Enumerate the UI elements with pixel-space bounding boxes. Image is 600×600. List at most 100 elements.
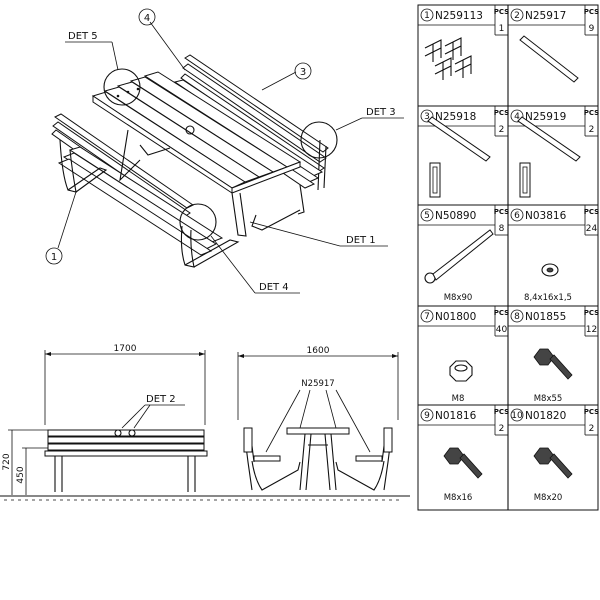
pcs-label: PCS xyxy=(494,8,509,16)
part-number-circle xyxy=(510,408,524,422)
pcs-label: PCS xyxy=(584,8,599,16)
det1-label: DET 1 xyxy=(346,235,376,246)
part-code: N25917 xyxy=(525,10,566,22)
nut-icon xyxy=(449,360,473,382)
part-size: M8x16 xyxy=(444,493,473,503)
pcs-label: PCS xyxy=(584,109,599,117)
part-number: 2 xyxy=(514,11,520,21)
ground-line xyxy=(0,495,410,501)
det5-label: DET 5 xyxy=(68,31,98,42)
part-qty: 40 xyxy=(496,325,508,335)
part-code: N259113 xyxy=(435,10,483,22)
part-qty: 24 xyxy=(586,224,598,234)
part-number-circle xyxy=(420,309,434,323)
det3-label: DET 3 xyxy=(366,107,396,118)
part-qty: 12 xyxy=(586,325,597,335)
part-cell-3: 3 N25918 PCS 2 xyxy=(418,106,509,198)
back-bench-backrest xyxy=(180,54,329,191)
strip-icon xyxy=(519,35,579,83)
detail-3-circle xyxy=(300,121,338,159)
part-code: N01816 xyxy=(435,410,477,422)
hex-bolt-icon xyxy=(443,447,483,479)
frame-icon xyxy=(424,37,472,80)
side-view: 1700 720 450 DET 2 xyxy=(2,344,208,495)
part-number-circle xyxy=(420,408,434,422)
part-number-circle xyxy=(510,8,524,22)
detail-4-circle xyxy=(179,203,217,241)
part-number: 5 xyxy=(424,211,430,221)
part-cell-2: 2 N25917 PCS 9 xyxy=(508,5,599,83)
det4-label: DET 4 xyxy=(259,282,289,293)
part-qty: 2 xyxy=(499,125,505,135)
detail-5-circle xyxy=(103,68,141,106)
part-code: N01855 xyxy=(525,311,566,323)
dim-1600: 1600 xyxy=(307,346,330,356)
part-number: 6 xyxy=(514,211,520,221)
pcs-label: PCS xyxy=(494,208,509,216)
det2-label: DET 2 xyxy=(146,394,176,405)
part-number: 3 xyxy=(424,112,430,122)
part-number-circle xyxy=(420,109,434,123)
part-size: M8x55 xyxy=(534,394,563,404)
part-qty: 8 xyxy=(499,224,505,234)
washer-icon xyxy=(541,263,559,277)
part-number-circle xyxy=(420,208,434,222)
part-number: 10 xyxy=(511,411,523,421)
part-qty: 1 xyxy=(499,24,505,34)
svg-text:3: 3 xyxy=(300,67,306,78)
part-cell-6: 6 N03816 PCS 24 8,4x16x1,5 xyxy=(508,205,599,303)
part-number: 4 xyxy=(514,112,520,122)
end-view: 1600 N25917 xyxy=(237,346,399,491)
pcs-label: PCS xyxy=(584,309,599,317)
part-code: N25918 xyxy=(435,111,476,123)
part-number-circle xyxy=(510,208,524,222)
pcs-label: PCS xyxy=(494,408,509,416)
part-qty: 2 xyxy=(589,424,595,434)
end-part-label: N25917 xyxy=(301,379,334,389)
pcs-label: PCS xyxy=(584,208,599,216)
hex-bolt-icon xyxy=(533,447,573,479)
pcs-label: PCS xyxy=(494,309,509,317)
svg-text:1: 1 xyxy=(51,252,57,263)
isometric-view: 4 3 1 DET 5 DET 3 DET 1 DET 4 xyxy=(45,8,404,294)
part-qty: 2 xyxy=(499,424,505,434)
umbrella-hole xyxy=(185,125,195,135)
part-code: N01800 xyxy=(435,311,476,323)
callout-1 xyxy=(45,247,63,265)
part-code: N50890 xyxy=(435,210,476,222)
part-size: 8,4x16x1,5 xyxy=(524,293,572,303)
brace-icon xyxy=(517,116,581,198)
part-number: 7 xyxy=(424,312,430,322)
frames xyxy=(59,129,305,268)
part-number-circle xyxy=(510,109,524,123)
part-cell-1: 1 N259113 PCS 1 xyxy=(418,5,509,80)
part-number: 8 xyxy=(514,312,520,322)
part-code: N01820 xyxy=(525,410,566,422)
carriage-bolt-icon xyxy=(424,229,494,284)
part-qty: 2 xyxy=(589,125,595,135)
part-code: N25919 xyxy=(525,111,566,123)
callout-4 xyxy=(138,8,156,26)
part-size: M8x20 xyxy=(534,493,563,503)
part-number: 9 xyxy=(424,411,430,421)
svg-text:4: 4 xyxy=(144,13,150,24)
part-code: N03816 xyxy=(525,210,567,222)
brace-icon xyxy=(427,116,491,198)
part-number-circle xyxy=(420,8,434,22)
part-number: 1 xyxy=(424,11,430,21)
part-qty: 9 xyxy=(589,24,595,34)
part-number-circle xyxy=(510,309,524,323)
pcs-label: PCS xyxy=(584,408,599,416)
callout-3 xyxy=(294,62,312,80)
dim-720: 720 xyxy=(2,453,12,470)
part-size: M8 xyxy=(452,394,465,404)
pcs-label: PCS xyxy=(494,109,509,117)
dim-1700: 1700 xyxy=(114,344,137,354)
hex-bolt-icon xyxy=(533,348,573,380)
part-cell-4: 4 N25919 PCS 2 xyxy=(508,106,599,198)
